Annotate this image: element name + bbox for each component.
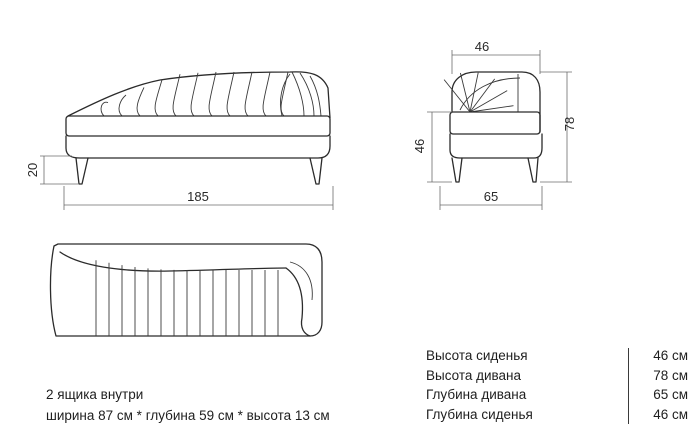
front-pleat-line — [118, 94, 127, 117]
side-view — [443, 71, 543, 183]
side-fan-line — [443, 79, 471, 113]
side-fan-line — [459, 72, 471, 113]
front-pleat-line — [309, 75, 322, 117]
top-channel-lines — [95, 260, 279, 336]
side-fan-lines — [443, 72, 519, 113]
side-top-width-label: 46 — [475, 39, 489, 54]
spec-table: Высота сиденья 46 см Высота дивана 78 см… — [426, 346, 688, 424]
front-backrest-pleats — [100, 71, 322, 117]
side-fan-line — [469, 72, 479, 113]
front-base — [65, 135, 331, 159]
front-view — [65, 71, 331, 185]
top-corner-arm-inner — [289, 261, 313, 301]
side-leg-front — [451, 157, 463, 183]
front-leg-left — [75, 157, 89, 185]
top-corner-arm — [285, 267, 311, 337]
side-total-height-label: 78 — [562, 117, 577, 131]
spec-label: Глубина сиденья — [426, 406, 533, 422]
front-pleat-line — [100, 101, 109, 117]
top-seat-edge — [59, 251, 287, 272]
side-leg-back — [527, 157, 539, 183]
spec-value: 78 см — [653, 367, 688, 383]
spec-row: Высота сиденья 46 см — [426, 346, 688, 366]
spec-table-divider — [628, 348, 629, 424]
front-length-label: 185 — [187, 189, 209, 204]
spec-row: Глубина дивана 65 см — [426, 385, 688, 405]
front-height-dimension: 20 — [25, 155, 78, 185]
front-pleat-line — [279, 73, 291, 117]
side-depth-dimension: 65 — [439, 186, 543, 210]
front-seat-cushion — [65, 115, 331, 137]
spec-label: Глубина дивана — [426, 387, 527, 402]
side-base — [449, 133, 543, 159]
side-width-dimension: 46 — [451, 39, 541, 74]
spec-row: Глубина сиденья 46 см — [426, 405, 688, 425]
side-fan-line — [469, 105, 514, 113]
front-pleat-line — [172, 74, 181, 117]
front-length-dimension: 185 — [63, 186, 334, 210]
side-total-height-dimension: 78 — [540, 71, 577, 183]
top-view — [49, 243, 323, 337]
front-pleat-line — [208, 71, 217, 117]
side-arm-fan — [459, 77, 521, 111]
side-fan-line — [469, 90, 508, 113]
front-pleat-line — [244, 71, 253, 117]
side-seat-height-label: 46 — [412, 139, 427, 153]
spec-label: Высота сиденья — [426, 348, 528, 363]
front-pleat-line — [190, 72, 199, 117]
front-leg-height-label: 20 — [25, 163, 40, 177]
spec-value: 46 см — [653, 348, 688, 363]
front-pleat-line — [291, 71, 305, 117]
front-leg-right — [309, 157, 323, 185]
side-seat-cushion — [449, 111, 541, 135]
spec-row: Высота дивана 78 см — [426, 366, 688, 386]
front-pleat-line — [299, 72, 315, 117]
front-backrest-outline — [67, 71, 331, 119]
front-pleat-line — [136, 87, 145, 117]
front-pleat-line — [226, 71, 235, 117]
spec-value: 65 см — [653, 387, 688, 402]
spec-value: 46 см — [653, 406, 688, 422]
top-outline — [49, 243, 323, 337]
storage-boxes-size: ширина 87 см * глубина 59 см * высота 13… — [46, 408, 330, 423]
storage-boxes-note: 2 ящика внутри ширина 87 см * глубина 59… — [46, 384, 330, 426]
side-seat-height-dimension: 46 — [412, 111, 452, 183]
storage-boxes-title: 2 ящика внутри — [46, 387, 144, 402]
side-depth-label: 65 — [484, 189, 498, 204]
front-pleat-line — [154, 79, 163, 117]
spec-label: Высота дивана — [426, 367, 522, 383]
front-pleat-line — [262, 71, 271, 117]
side-fan-line — [469, 78, 496, 113]
side-back-outline — [451, 71, 541, 133]
